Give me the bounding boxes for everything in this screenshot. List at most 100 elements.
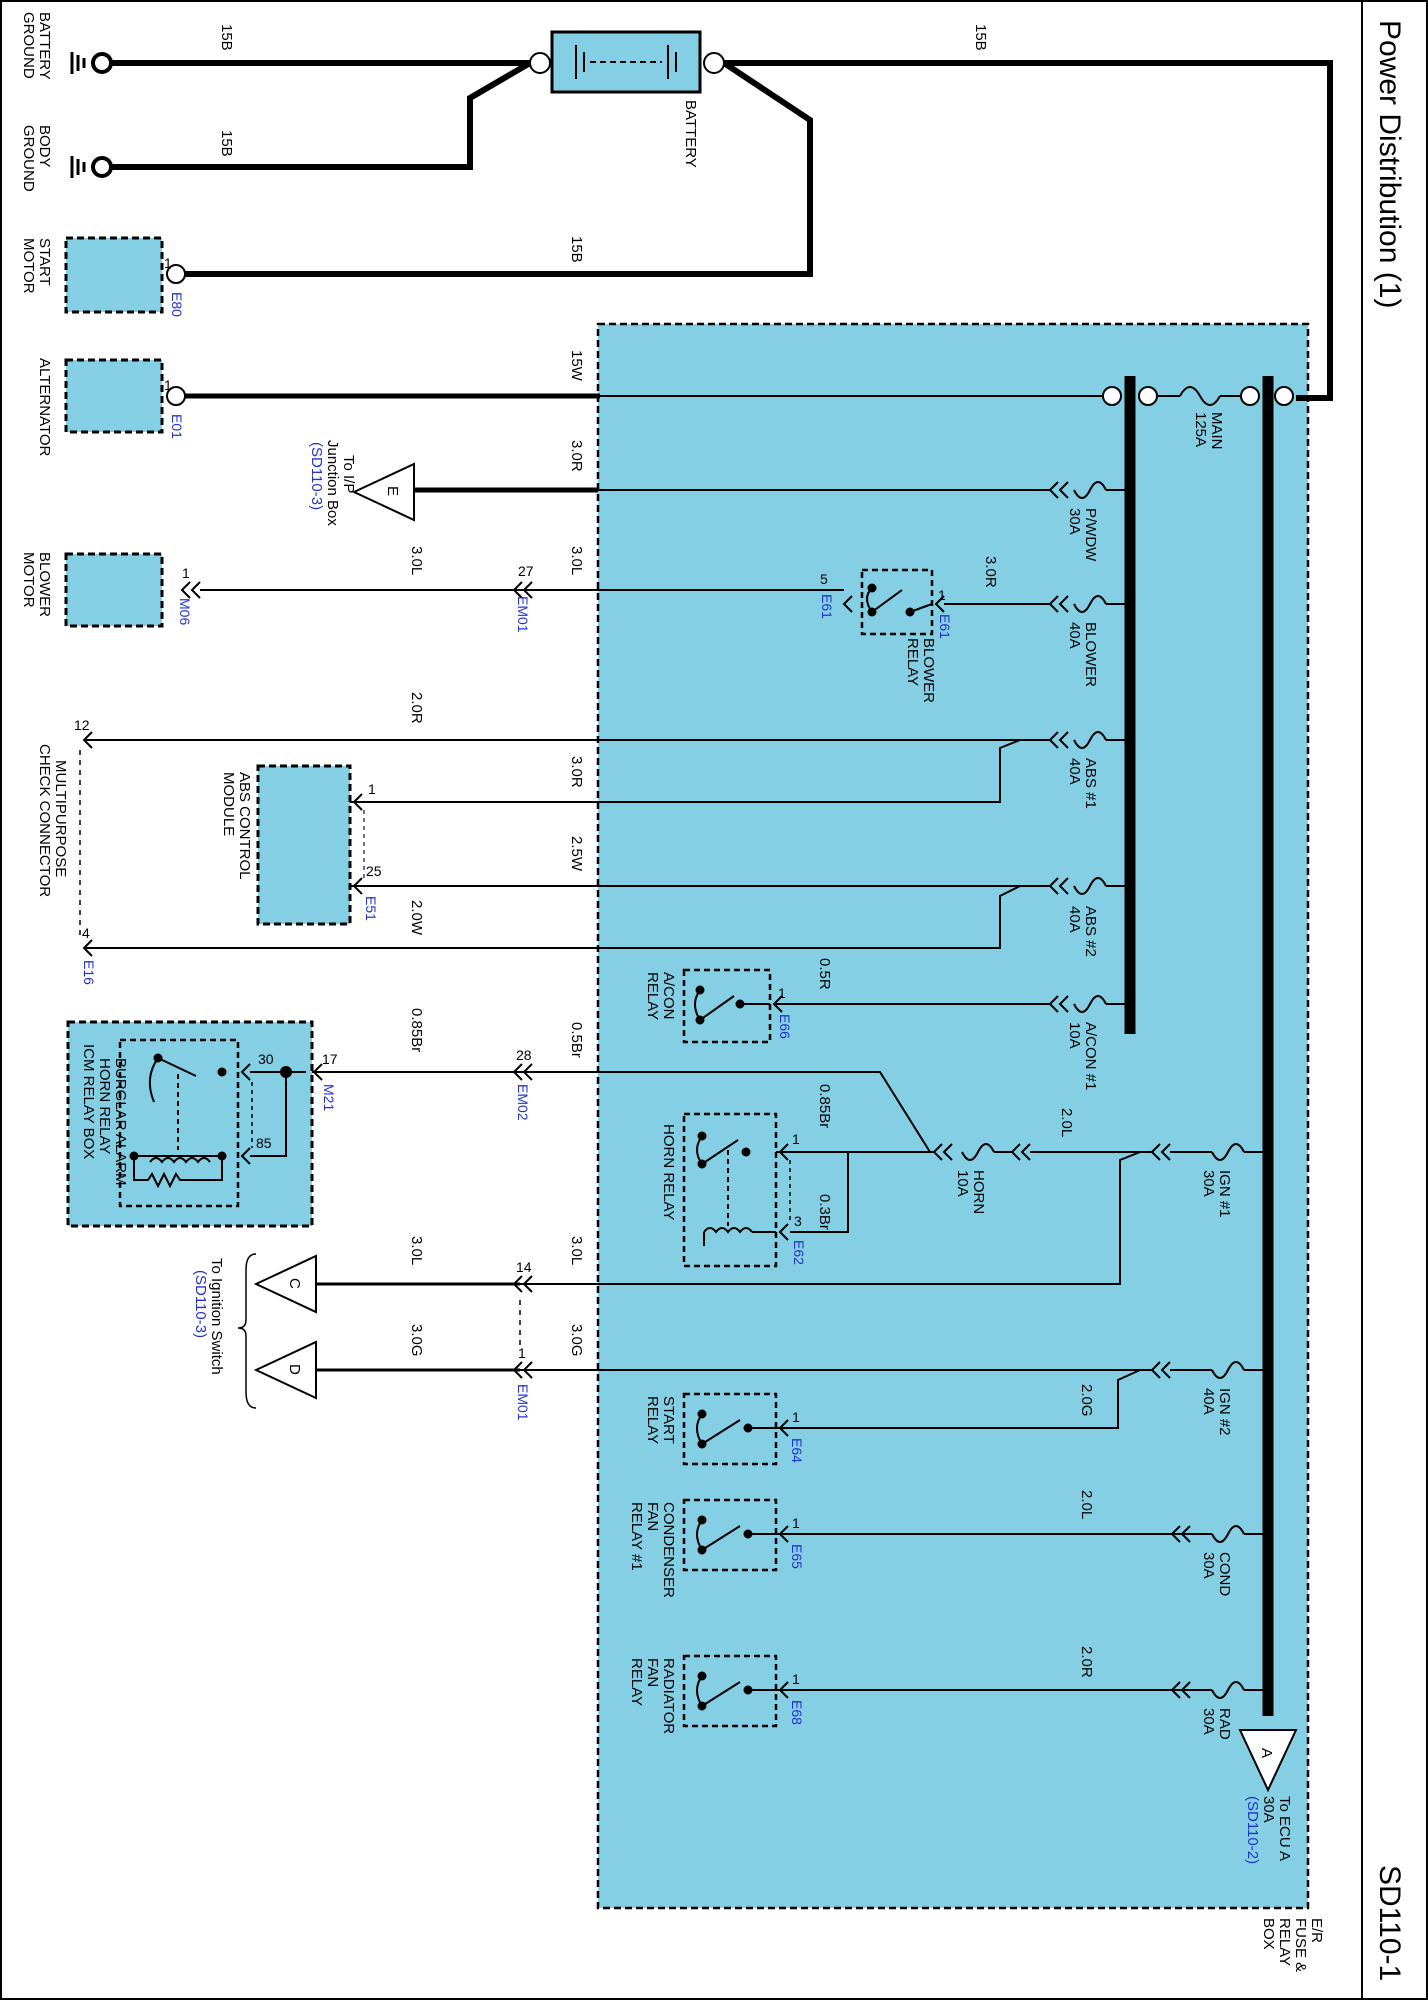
wire-abs-30R: 3.0R [568, 756, 585, 788]
start-motor [64, 236, 164, 314]
start-relay-label-2: RELAY [644, 1396, 661, 1444]
horn-relay-label: HORN RELAY [660, 1124, 677, 1220]
acon-relay [682, 968, 772, 1044]
abs-module-label-2: MODULE [220, 772, 237, 836]
connector-m21-label: M21 [321, 1084, 337, 1111]
wire-pwdw-label: 3.0R [568, 440, 585, 472]
connector-e51: E51 [363, 896, 379, 921]
start-relay-pin: 1 [792, 1409, 800, 1425]
fuse-ign2-2: 40A [1200, 1388, 1217, 1415]
fuse-ign1-2: 30A [1200, 1170, 1217, 1197]
icm-label-2: HORN RELAY [96, 1058, 113, 1154]
connector-em01-b: EM01 [515, 1384, 531, 1421]
horn-relay-jumper [790, 1151, 849, 1233]
icm-relay-box [66, 1020, 314, 1228]
offpage-cd-brace [237, 1253, 257, 1409]
connector-e62: E62 [791, 1240, 807, 1265]
fuse-cond-1: COND [1216, 1552, 1233, 1596]
wire-rad-20R: 2.0R [1078, 1646, 1095, 1678]
condenser-relay-label-3: RELAY #1 [628, 1502, 645, 1571]
fuse-pwdw [1048, 481, 1126, 499]
offpage-cd-text-1: To Ignition Switch [208, 1258, 225, 1375]
check-pin-4: 4 [82, 925, 90, 941]
wire-ign2-start [776, 1369, 1141, 1429]
wire-d-30G-a: 3.0G [568, 1324, 585, 1357]
blower-relay [860, 568, 934, 636]
blower-relay-arrow-out [842, 595, 853, 613]
connector-m06-label: M06 [177, 598, 193, 625]
fuse-acon1-1: A/CON #1 [1082, 1022, 1099, 1090]
condenser-relay-pin: 1 [792, 1515, 800, 1531]
box-name-2: FUSE & [1292, 1918, 1309, 1972]
wire-check-20R: 2.0R [408, 692, 425, 724]
fuse-ign2 [1150, 1361, 1264, 1379]
wire-abs-25W: 2.5W [568, 836, 585, 872]
check-conn-pin4 [82, 939, 93, 957]
connector-e80: E80 [169, 292, 185, 317]
offpage-a-label: A [1258, 1748, 1275, 1758]
wire-check-20W: 2.0W [408, 900, 425, 936]
box-name-1: E/R [1308, 1918, 1325, 1943]
connector-e61-a: E61 [937, 614, 953, 639]
page-code: SD110-1 [1373, 1865, 1406, 1981]
icm-relay-internals [129, 1053, 227, 1189]
connector-m06 [180, 581, 201, 599]
connector-em01-c [512, 1275, 533, 1293]
radiator-relay-label-3: RELAY [628, 1658, 645, 1706]
blower-relay-pin-5: 5 [820, 571, 828, 587]
horn-relay-pin-1: 1 [792, 1131, 800, 1147]
fuse-horn-1: HORN [970, 1170, 987, 1214]
condenser-relay-switch [696, 1515, 776, 1555]
horn-relay-internals [696, 1131, 776, 1246]
wire-ign1-c [600, 1151, 1141, 1285]
offpage-e-text-3: (SD110-3) [308, 442, 325, 510]
alternator-label: ALTERNATOR [36, 358, 53, 457]
connector-em01-blower [512, 581, 533, 599]
condenser-fan-relay [682, 1498, 778, 1572]
fuse-abs1-1: ABS #1 [1082, 758, 1099, 809]
offpage-d-label: D [286, 1364, 303, 1375]
acon-relay-switch [694, 985, 770, 1025]
radiator-relay-pin: 1 [792, 1671, 800, 1687]
battery-ground-label-2: GROUND [20, 12, 37, 79]
horn-relay [682, 1112, 778, 1268]
icm-conn-pin85 [240, 1147, 251, 1165]
offpage-a-text-3: (SD110-2) [1244, 1796, 1261, 1864]
fuse-cond-2: 30A [1200, 1552, 1217, 1579]
blower-relay-arrow-in [934, 595, 945, 613]
wire-blower-30L-b: 3.0L [408, 546, 425, 575]
check-pin-12: 12 [74, 717, 90, 733]
wire-c-30L-b: 3.0L [408, 1236, 425, 1265]
fuse-main-2: 125A [1192, 412, 1209, 447]
fuse-ign1-1: IGN #1 [1216, 1170, 1233, 1218]
wire-15b-2: 15B [218, 130, 235, 157]
offpage-a-text-2: 30A [1260, 1796, 1277, 1823]
blower-motor-label-2: MOTOR [20, 552, 37, 608]
connector-e66: E66 [777, 1014, 793, 1039]
acon-relay-label-2: RELAY [644, 972, 661, 1020]
fuse-main-1: MAIN [1208, 412, 1225, 450]
condenser-relay-label-2: FAN [644, 1502, 661, 1531]
icm-pin-85: 85 [256, 1135, 272, 1151]
wire-c-30L-a: 3.0L [568, 1236, 585, 1265]
body-ground-label-2: GROUND [20, 125, 37, 192]
radiator-relay-switch [696, 1671, 776, 1711]
radiator-fan-relay [682, 1654, 778, 1728]
wire-abs1-module [350, 739, 1021, 803]
icm-conn-pin30 [240, 1063, 251, 1081]
connector-m21 [312, 1063, 323, 1081]
horn-relay-arrow-1 [778, 1143, 789, 1161]
connector-e01: E01 [169, 414, 185, 439]
er-fuse-relay-box [596, 322, 1310, 1910]
radiator-relay-label-2: FAN [644, 1658, 661, 1687]
blower-motor [64, 552, 164, 628]
main-fuse [1102, 386, 1294, 406]
fuse-abs2-2: 40A [1066, 906, 1083, 933]
offpage-a-triangle [1238, 1729, 1298, 1793]
box-name-4: BOX [1260, 1918, 1277, 1950]
abs-conn-pin25 [352, 877, 363, 895]
offpage-e-label: E [384, 486, 401, 496]
battery-symbol [575, 45, 677, 79]
